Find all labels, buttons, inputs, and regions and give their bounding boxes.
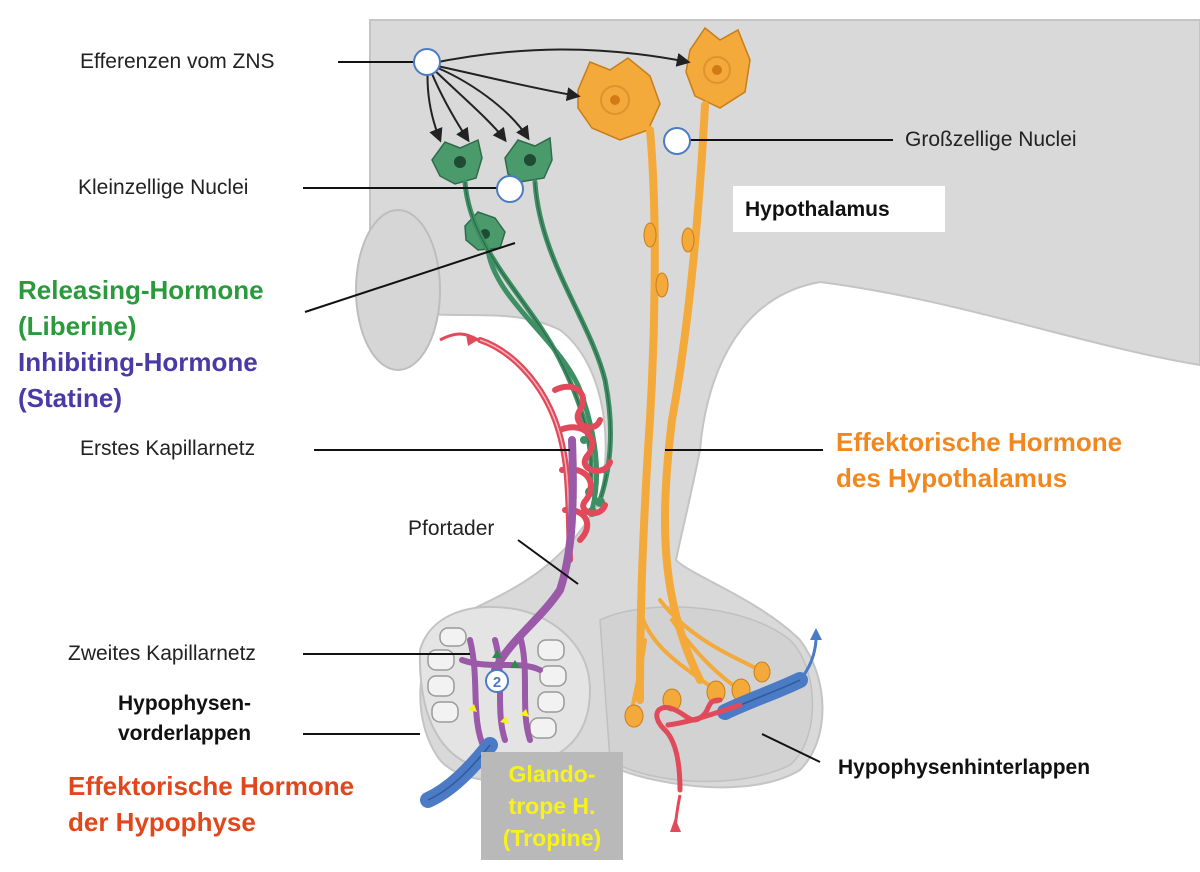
label-effektorische-hormone-hypothalamus: Effektorische Hormone (836, 427, 1123, 457)
label-liberine: (Liberine) (18, 311, 137, 341)
glandotrope-hormone-box: Glando- trope H. (Tropine) (481, 752, 623, 860)
label-inhibiting-hormone: Inhibiting-Hormone (18, 347, 258, 377)
label-kleinzellige-nuclei: Kleinzellige Nuclei (78, 176, 249, 199)
label-efferenzen: Efferenzen vom ZNS (80, 50, 275, 73)
posterior-lobe (599, 606, 814, 783)
label-tropine: (Tropine) (502, 825, 602, 851)
label-statine: (Statine) (18, 383, 122, 413)
label-leader-lines (303, 61, 893, 763)
label-releasing-hormone: Releasing-Hormone (18, 275, 264, 305)
hypothalamus-label-box (733, 186, 945, 232)
label-des-hypothalamus: des Hypothalamus (836, 463, 1068, 493)
label-grosszellige-nuclei: Großzellige Nuclei (905, 128, 1077, 151)
optic-chiasm (355, 209, 441, 371)
efferent-arrows (426, 48, 691, 143)
large-cell-axons (636, 101, 709, 704)
posterior-capillary-network (654, 697, 743, 793)
label-vorderlappen: vorderlappen (118, 722, 252, 745)
label-der-hypophyse: der Hypophyse (68, 807, 256, 837)
marker-circles (413, 48, 691, 693)
label-zweites-kapillarnetz: Zweites Kapillarnetz (68, 642, 256, 665)
label-hypophysen: Hypophysen- (118, 692, 252, 715)
label-hypothalamus: Hypothalamus (745, 198, 890, 221)
marker-number: 2 (493, 674, 501, 691)
label-glando: Glando- (508, 761, 596, 787)
label-pfortader: Pfortader (408, 517, 495, 540)
label-hypophysenhinterlappen: Hypophysenhinterlappen (838, 756, 1091, 779)
label-trope-h: trope H. (508, 793, 596, 819)
label-erstes-kapillarnetz: Erstes Kapillarnetz (80, 437, 256, 460)
label-effektorische-hormone-hypophyse: Effektorische Hormone (68, 771, 355, 801)
portal-vein (491, 436, 577, 674)
